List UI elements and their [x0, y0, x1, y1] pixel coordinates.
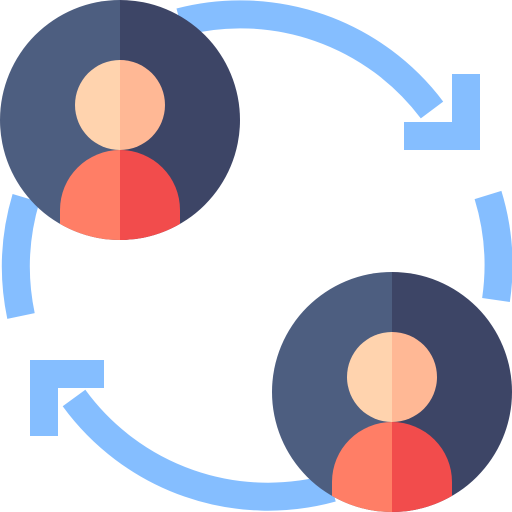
person-head-left [347, 332, 392, 422]
person-body-right [392, 422, 452, 512]
arrowhead-top-right-icon [404, 74, 480, 150]
arc-top-right [176, 0, 444, 119]
person-head-right [392, 332, 437, 422]
person-head-left [75, 60, 120, 150]
arrowhead-bottom-left-icon [30, 360, 104, 436]
arc-bottom-left [62, 389, 336, 511]
person-body-left [60, 150, 120, 240]
user-avatar-top-left [0, 0, 240, 240]
person-body-right [120, 150, 180, 240]
arc-left [1, 193, 40, 319]
person-head-right [120, 60, 165, 150]
user-avatar-bottom-right [272, 272, 512, 512]
person-body-left [332, 422, 392, 512]
arc-right [474, 190, 512, 303]
